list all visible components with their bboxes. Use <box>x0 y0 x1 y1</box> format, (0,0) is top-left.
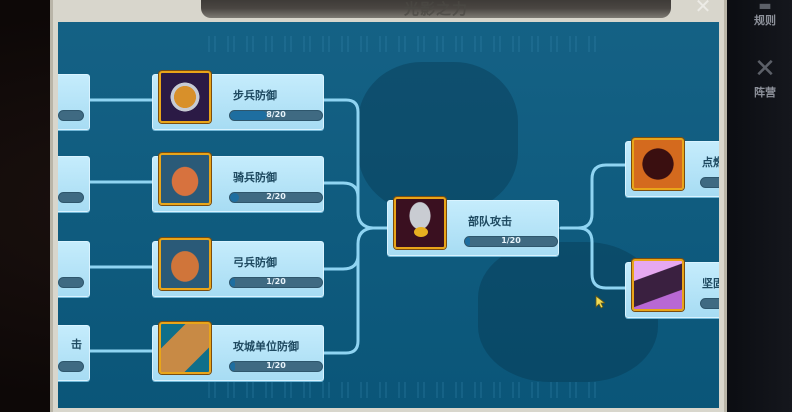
talent-card-infantry-defense[interactable]: 步兵防御 8/20 <box>152 71 324 130</box>
progress-bar: 1/20 <box>464 236 558 247</box>
talent-name: 步兵防御 <box>233 89 277 102</box>
mouse-cursor-icon <box>595 295 605 309</box>
talent-card-troop-attack[interactable]: 部队攻击 1/20 <box>387 197 559 256</box>
talent-card-siege-defense[interactable]: 攻城单位防御 1/20 <box>152 322 324 381</box>
progress-value: 1/20 <box>266 277 286 286</box>
crossed-swords-icon: ✕ <box>754 54 776 84</box>
progress-bar: 8/20 <box>229 110 323 121</box>
banner-knight-icon <box>632 259 684 311</box>
progress-bar <box>58 277 84 288</box>
talent-card-archer-defense[interactable]: 弓兵防御 1/20 <box>152 238 324 297</box>
talent-card-stub[interactable] <box>58 156 90 212</box>
camp-button[interactable]: ✕ 阵营 <box>745 56 785 100</box>
progress-bar: 1/20 <box>229 277 323 288</box>
progress-bar <box>58 192 84 203</box>
progress-bar <box>58 110 84 121</box>
ornament <box>414 227 428 237</box>
talent-card-stub[interactable]: 击 <box>58 325 90 381</box>
progress-fill <box>230 362 235 371</box>
talent-card-stub[interactable] <box>58 74 90 130</box>
progress-fill <box>230 111 267 120</box>
talent-name: 部队攻击 <box>468 215 512 228</box>
connector-lines <box>88 98 628 355</box>
background-art <box>358 62 518 212</box>
book-icon: ▬ <box>758 0 772 14</box>
right-side-panel <box>727 0 792 412</box>
camp-label: 阵营 <box>754 86 776 99</box>
talent-card-ignite[interactable]: 点燃 <box>625 138 719 197</box>
talent-card-fortify[interactable]: 坚固 <box>625 259 719 318</box>
progress-bar <box>700 177 719 188</box>
progress-value: 8/20 <box>266 110 286 119</box>
progress-value: 1/20 <box>266 361 286 370</box>
talent-name: 点燃 <box>702 156 719 169</box>
progress-fill <box>230 278 235 287</box>
progress-value: 1/20 <box>501 236 521 245</box>
talent-card-cavalry-defense[interactable]: 骑兵防御 2/20 <box>152 153 324 212</box>
progress-bar: 2/20 <box>229 192 323 203</box>
progress-bar <box>58 361 84 372</box>
talent-tree-board[interactable]: 击 步兵防御 8/20 骑兵防御 2/20 弓兵防御 1/20 <box>58 22 719 408</box>
talent-name: 攻城单位防御 <box>233 340 299 353</box>
progress-value: 2/20 <box>266 192 286 201</box>
rules-button[interactable]: ▬ 规则 <box>745 0 785 28</box>
talent-name: 击 <box>71 338 82 351</box>
progress-bar: 1/20 <box>229 361 323 372</box>
spearheads-icon <box>394 197 446 249</box>
progress-bar <box>700 298 719 309</box>
window-title: 光影之力 <box>403 0 468 18</box>
title-bar <box>201 0 671 18</box>
progress-fill <box>465 237 470 246</box>
rules-label: 规则 <box>754 14 776 27</box>
close-button[interactable]: ✕ <box>694 0 712 18</box>
leather-armor-icon <box>159 238 211 290</box>
talent-name: 骑兵防御 <box>233 171 277 184</box>
scale-armor-icon <box>159 153 211 205</box>
fire-warrior-icon <box>632 138 684 190</box>
meander-border-bottom <box>208 382 598 398</box>
talent-card-stub[interactable] <box>58 241 90 297</box>
progress-fill <box>230 193 240 202</box>
talent-name: 弓兵防御 <box>233 256 277 269</box>
talent-name: 坚固 <box>702 277 719 290</box>
meander-border-top <box>208 36 598 52</box>
shield-icon <box>159 71 211 123</box>
siege-log-icon <box>159 322 211 374</box>
